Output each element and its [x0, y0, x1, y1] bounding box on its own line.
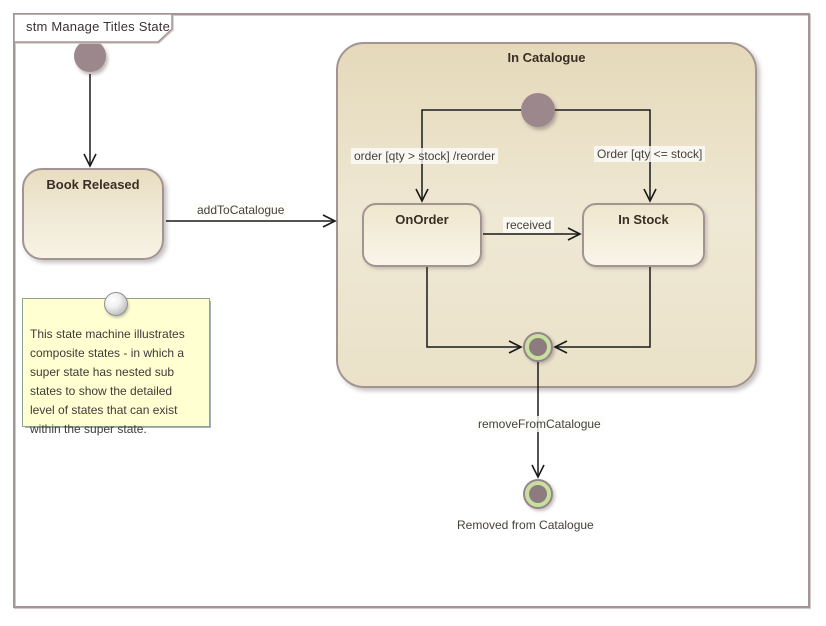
- note-composite-states[interactable]: This state machine illustrates composite…: [22, 298, 210, 436]
- removed-final-state-icon[interactable]: [523, 479, 553, 509]
- catalogue-final-state-icon[interactable]: [523, 332, 553, 362]
- state-on-order[interactable]: OnOrder: [362, 203, 482, 267]
- label-remove-from-catalogue: removeFromCatalogue: [475, 416, 604, 432]
- final-state-dot: [529, 485, 547, 503]
- label-order-le-stock: Order [qty <= stock]: [594, 146, 706, 162]
- initial-state-icon[interactable]: [74, 40, 106, 72]
- catalogue-initial-state-icon[interactable]: [521, 93, 555, 127]
- label-received: received: [503, 217, 555, 233]
- state-book-released[interactable]: Book Released: [22, 168, 164, 260]
- final-state-dot: [529, 338, 547, 356]
- label-order-reorder: order [qty > stock] /reorder: [351, 148, 499, 164]
- state-on-order-label: OnOrder: [395, 212, 449, 227]
- note-anchor-sphere-icon: [104, 292, 128, 316]
- state-in-stock[interactable]: In Stock: [582, 203, 705, 267]
- label-add-to-catalogue: addToCatalogue: [194, 202, 288, 218]
- label-removed-from-catalogue: Removed from Catalogue: [457, 518, 594, 532]
- frame-title: stm Manage Titles State: [26, 19, 171, 34]
- state-in-stock-label: In Stock: [618, 212, 669, 227]
- note-text: This state machine illustrates composite…: [30, 327, 185, 436]
- state-book-released-label: Book Released: [46, 177, 140, 192]
- state-in-catalogue-label: In Catalogue: [507, 50, 586, 65]
